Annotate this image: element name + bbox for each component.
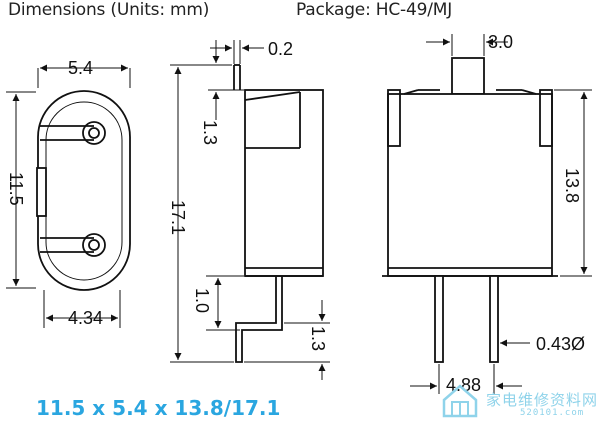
lead-foot-label: 1.3 (308, 326, 328, 351)
dimensions-title: Dimensions (Units: mm) (8, 0, 210, 20)
front-top-stud (451, 57, 485, 95)
top-view (6, 64, 131, 328)
pin-diameter-label: 0.43Ø (536, 334, 585, 354)
top-width-label: 5.4 (68, 58, 93, 78)
top-view-outline (37, 90, 131, 291)
body-height-label: 13.8 (562, 168, 582, 203)
front-pin-left (434, 275, 444, 363)
top-step-label: 1.3 (200, 120, 220, 145)
pin-circle-lower (82, 233, 106, 257)
top-view-side-tab (36, 167, 47, 217)
total-height-label: 17.1 (168, 200, 188, 235)
watermark-chinese: 家电维修资料网 (486, 391, 599, 409)
side-body (244, 89, 324, 277)
pin-circle-upper (82, 121, 106, 145)
package-size-summary: 11.5 x 5.4 x 13.8/17.1 (36, 396, 281, 420)
height-label: 11.5 (6, 172, 26, 206)
side-view (170, 40, 330, 380)
watermark-url: 520101.com (520, 408, 585, 418)
front-side-tab-left (387, 89, 401, 147)
front-body (387, 93, 553, 277)
lead-drop-label: 1.0 (192, 288, 212, 313)
watermark-logo-icon (442, 384, 478, 418)
package-title: Package: HC-49/MJ (296, 0, 453, 20)
front-side-tab-right (539, 89, 553, 147)
front-pin-right (489, 275, 499, 363)
pin-spacing-label: 4.34 (68, 308, 103, 328)
side-bent-lead (235, 276, 283, 363)
stud-width-label: 3.0 (488, 32, 513, 52)
lead-thickness-label: 0.2 (268, 39, 293, 59)
front-view (382, 34, 592, 394)
